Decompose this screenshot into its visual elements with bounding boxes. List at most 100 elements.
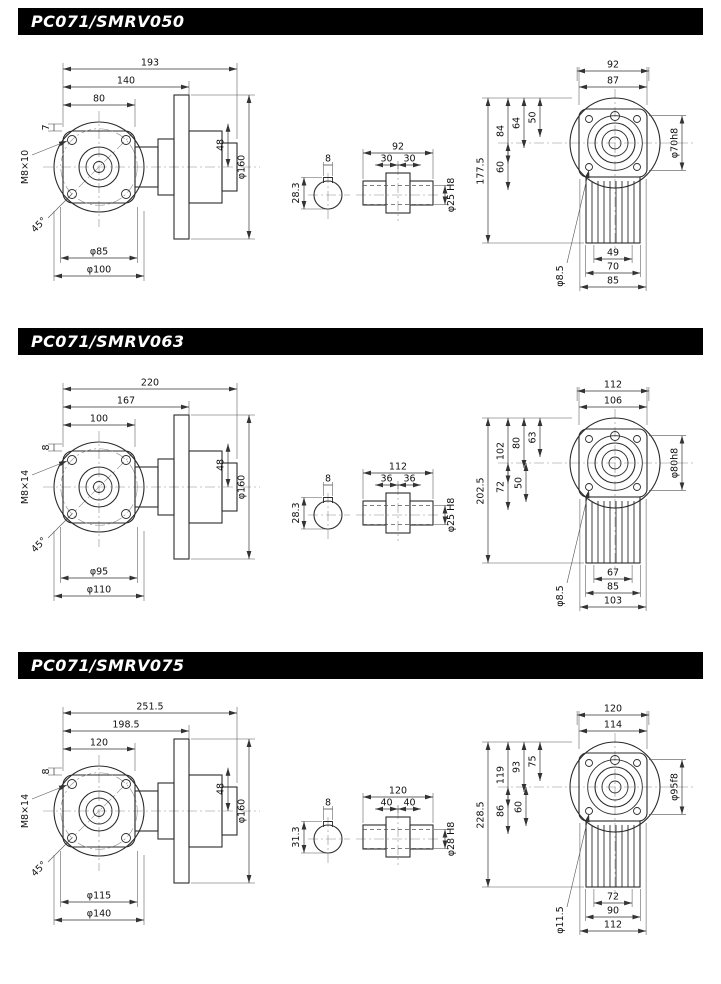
dim-body-to-flange: 198.5 [63,720,189,734]
dim-bottom-2-text: 90 [607,906,619,917]
thread-label-text: M8×14 [20,470,31,504]
dim-upper-1: 102 [496,418,511,484]
corner-hole [585,435,593,443]
dim-body-width-text: 80 [93,94,105,105]
dim-offset: 7 [41,124,55,131]
output-hub [78,146,120,188]
dim-upper-1: 84 [496,98,511,164]
dim-top-outer: 120 [577,704,649,718]
dim-lower-2: 50 [514,463,529,502]
dim-total-length-text: 220 [141,378,159,389]
bolt-circle [60,448,138,526]
dim-bore-text: φ25 H8 [446,178,457,213]
dim-bolt-circle-dia: φ85 [60,247,138,261]
dim-upper-2-text: 64 [512,117,523,129]
dim-spigot: φ95f8 [670,759,685,815]
dim-total-height-text: 202.5 [476,477,487,504]
extension-lines [48,707,255,925]
bolt-circle [60,128,138,206]
dim-bottom-3-text: 112 [604,920,622,931]
dim-top-inner-text: 87 [607,76,619,87]
section-title: PC071/SMRV050 [31,12,185,31]
rear-view-drawing: 112 106 202.5 102 80 [476,380,696,611]
dim-flange-dia-text: φ160 [237,155,248,179]
corner-hole [633,483,641,491]
bolt-circle [60,772,138,850]
dim-upper-3: 75 [528,742,543,781]
corner-hole [585,115,593,123]
dim-corner-hole: φ8.5 [555,169,590,287]
dim-total-length: 220 [63,378,237,392]
dim-bolt-circle-text: φ85 [90,247,108,258]
gearbox-section: PC071/SMRV075 [0,652,721,941]
dim-lower-1: 60 [496,143,511,190]
extension-lines [482,67,686,291]
dim-flange-od: φ110 [54,585,144,599]
dim-bottom-1-text: 67 [607,568,619,579]
flange-circle [53,121,145,213]
dim-body-width: 80 [63,94,135,108]
extension-lines [482,387,686,611]
dim-lower-1-text: 60 [496,161,507,173]
dim-flange-od: φ140 [54,909,144,923]
dim-spigot: φ80h8 [670,435,685,491]
housing-circle [569,417,661,509]
dim-flange-dia: φ160 [237,415,252,559]
dim-flange-od-text: φ140 [87,909,111,920]
centerlines [308,809,440,865]
dim-bottom-3-text: 85 [607,276,619,287]
cooling-fins [585,176,641,244]
dim-angle: 45° [29,193,73,235]
corner-hole [633,435,641,443]
dim-upper-1-text: 102 [496,442,507,460]
gearbox-front-face [53,121,145,213]
corner-hole [585,163,593,171]
output-hub [78,466,120,508]
dim-bolt-circle-dia: φ115 [60,891,138,905]
dim-bottom-1: 49 [593,248,633,262]
keyway [323,821,333,827]
dim-top-outer-text: 120 [604,704,622,715]
dim-top-inner-text: 106 [604,396,622,407]
corner-hole [633,759,641,767]
dim-half-left-text: 36 [380,474,392,485]
dim-upper-2: 93 [512,742,527,792]
dim-key-height: 28.3 [291,177,307,209]
dim-bottom-1: 72 [593,892,633,906]
spigot-circle [587,759,643,815]
dim-bottom-3: 103 [579,596,647,610]
gearbox-rear-face [569,97,661,189]
drawing-row: 193 140 80 7 M8×10 [0,35,721,297]
dim-bottom-2: 85 [585,582,641,596]
dim-key-height-text: 31.3 [291,826,302,847]
dim-bottom-2: 90 [585,906,641,920]
side-view-drawing: 193 140 80 7 M8×10 [20,58,260,281]
dim-key-width: 8 [323,798,333,810]
dim-body-width: 120 [63,738,135,752]
dim-top-outer: 112 [577,380,649,394]
dim-body-to-flange-text: 167 [117,396,135,407]
dim-half-left: 40 [375,798,398,812]
dim-upper-3: 50 [528,98,543,137]
gearbox-front-face [53,765,145,857]
dim-offset: 8 [41,444,55,451]
dim-offset-text: 8 [41,768,52,774]
dim-key-width-text: 8 [325,474,331,485]
dim-half-left: 36 [375,474,398,488]
dim-bore: φ25 H8 [442,498,457,532]
dim-top-outer: 92 [577,60,649,74]
dim-lower-2-text: 50 [514,477,525,489]
dim-upper-1-text: 84 [496,125,507,137]
dim-lower-1-text: 72 [496,481,507,493]
shaft-detail-drawing: 31.3 8 120 [291,786,457,865]
dim-corner-hole-text: φ8.5 [555,585,566,606]
top-plug-circle [610,431,620,441]
dim-corner-hole: φ11.5 [555,813,590,934]
rear-view-drawing: 120 114 228.5 119 93 [476,704,696,935]
dim-half-right: 40 [398,798,421,812]
dim-offset-text: 8 [41,444,52,450]
dim-total-height: 228.5 [476,742,491,887]
dim-upper-3: 63 [528,418,543,457]
flange-circle [53,441,145,533]
dim-upper-1-text: 119 [496,766,507,784]
